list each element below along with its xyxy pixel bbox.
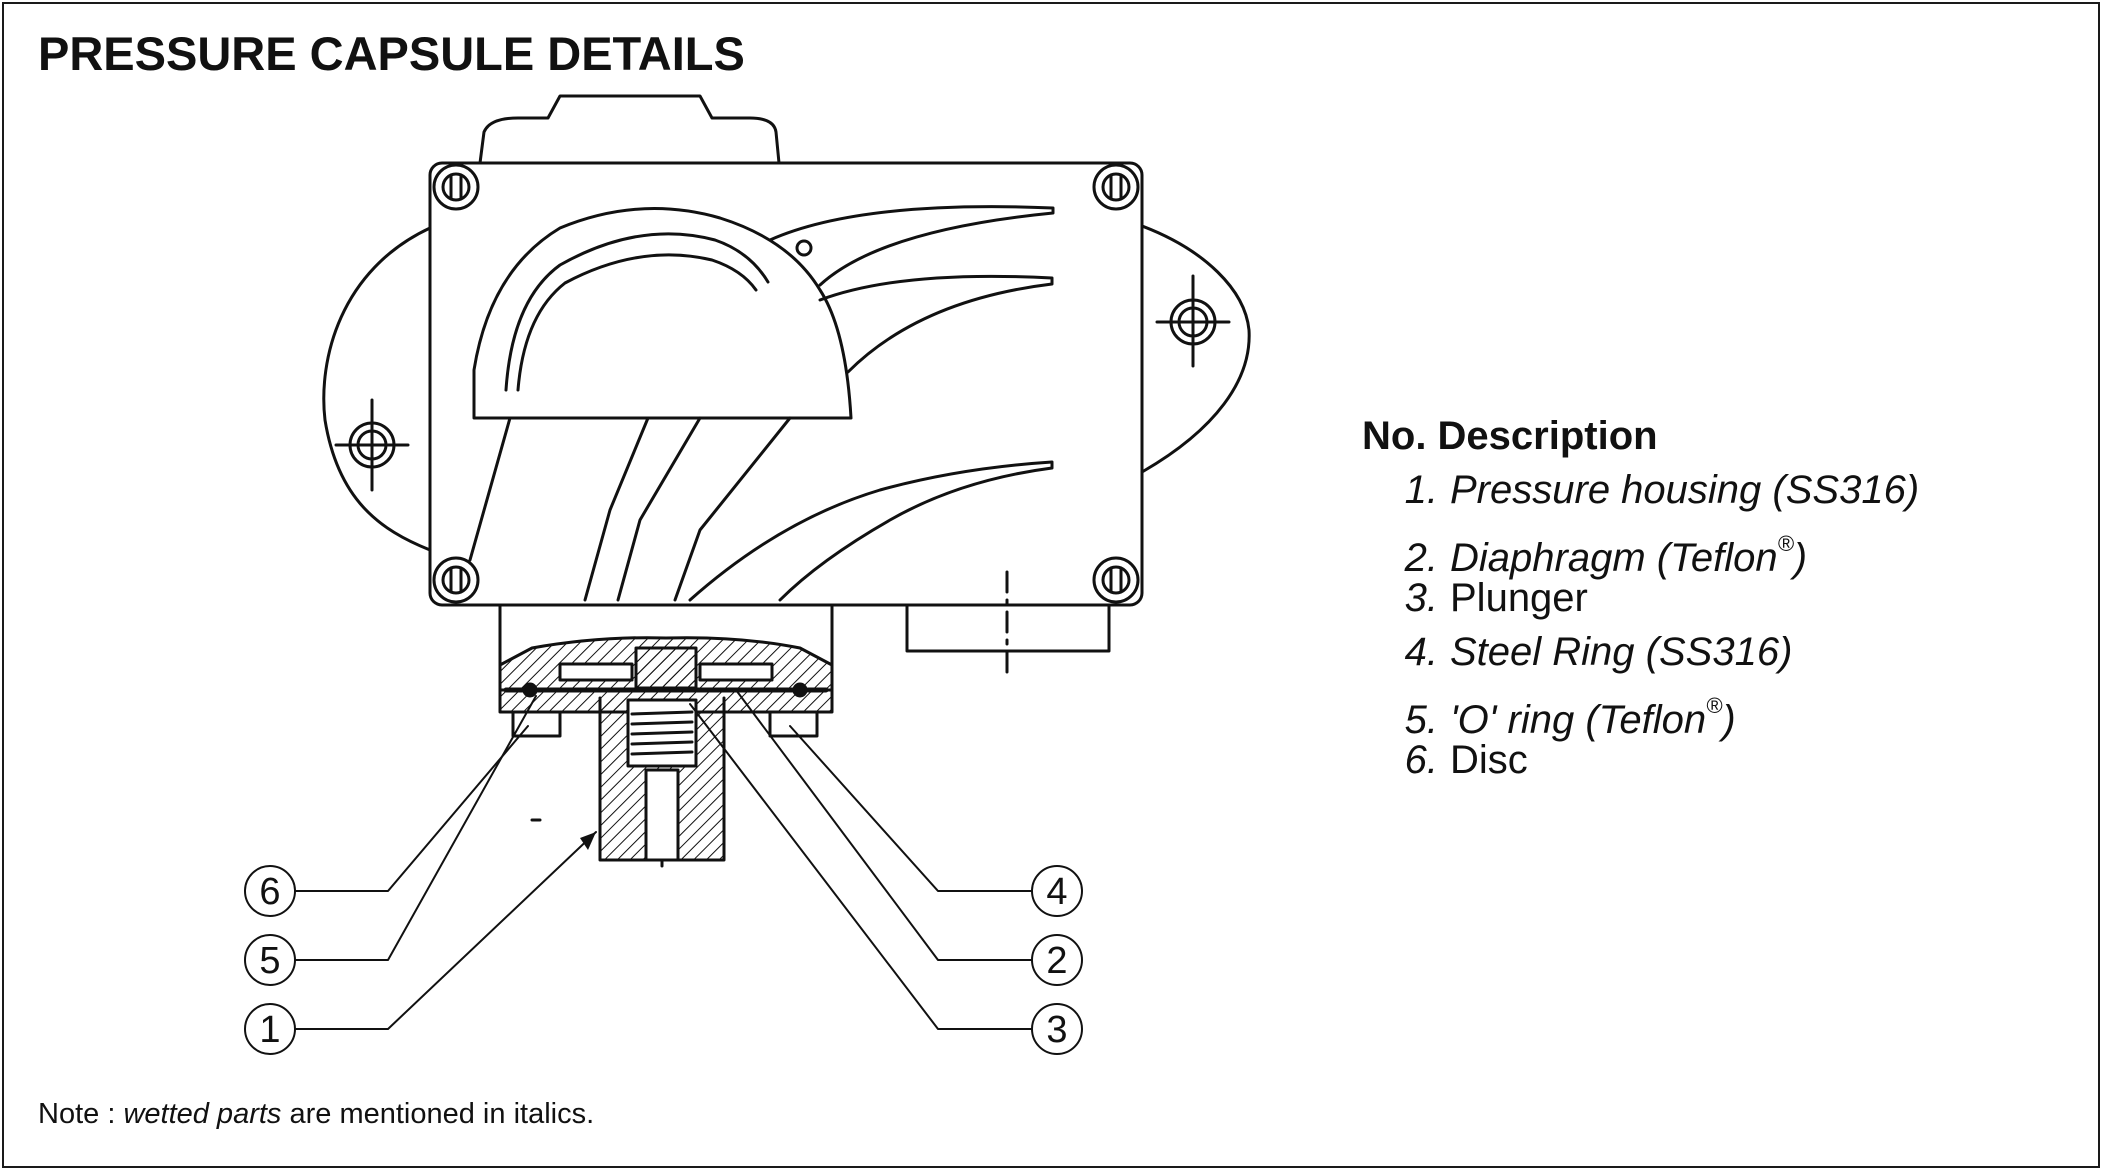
legend-header: No. Description <box>1362 414 1658 458</box>
pivot-point <box>795 239 813 257</box>
top-cap <box>478 94 781 165</box>
legend-item-description: Plunger <box>1450 576 1588 620</box>
callout-label: 1 <box>259 1009 280 1051</box>
spring <box>630 710 694 756</box>
legend-item: 1. Pressure housing (SS316) <box>1362 463 1920 517</box>
legend-rows: 1. Pressure housing (SS316) 2. Diaphragm (T… <box>1362 463 1920 787</box>
callout-3: 3 <box>1031 1003 1083 1055</box>
footnote: Note : wetted parts are mentioned in ita… <box>38 1098 594 1131</box>
right-mounting-flange <box>1140 224 1251 474</box>
callout-label: 3 <box>1046 1009 1067 1051</box>
legend-item: 5. 'O' ring (Teflon®) <box>1362 679 1919 742</box>
callout-label: 4 <box>1046 871 1067 913</box>
callout-label: 5 <box>259 940 280 982</box>
screw-top-left <box>432 163 480 211</box>
o-ring-left <box>522 682 538 698</box>
callout-5: 5 <box>244 934 296 986</box>
legend-item-number: 2. <box>1404 536 1438 580</box>
legend-item-text: Diaphragm (Teflon <box>1450 536 1778 580</box>
plunger-head <box>634 646 698 690</box>
legend-item-tail: ) <box>1793 536 1808 580</box>
legend-item-number: 4. <box>1404 630 1438 674</box>
disc-right <box>768 710 819 738</box>
capsule-neck <box>498 603 834 667</box>
note-prefix: Note : <box>38 1098 124 1130</box>
mounting-hole-right <box>1155 274 1231 368</box>
enclosure-body <box>428 161 1144 607</box>
screw-top-right <box>1092 163 1140 211</box>
legend-item-text: Plunger <box>1450 576 1588 620</box>
callout-label: 2 <box>1046 940 1067 982</box>
legend-item-description: Steel Ring (SS316) <box>1450 630 1792 674</box>
legend-item-description: 'O' ring (Teflon®) <box>1450 693 1736 742</box>
legend-item-tail: ) <box>1722 698 1736 742</box>
legend-item-number: 6. <box>1404 738 1438 782</box>
legend-item: 3. Plunger <box>1362 571 1919 625</box>
legend-item: 6. Disc <box>1362 733 1919 787</box>
scale-dial <box>472 207 853 420</box>
callout-label: 6 <box>259 871 280 913</box>
mounting-hole-left <box>334 398 410 492</box>
legend-item-description: Pressure housing (SS316) <box>1450 468 1919 512</box>
legend-item: 2. Diaphragm (Teflon®) <box>1362 517 1919 580</box>
legend-item-number: 3. <box>1404 576 1438 620</box>
callout-6: 6 <box>244 865 296 917</box>
legend-item-text: 'O' ring (Teflon <box>1450 698 1707 742</box>
scale-arc-inner <box>516 253 758 392</box>
legend-item-text: Disc <box>1450 738 1528 782</box>
note-suffix: are mentioned in italics. <box>281 1098 595 1130</box>
parts-legend: No. Description 1. Pressure housing (SS31… <box>1362 414 1919 787</box>
leader-lines <box>293 689 1033 1030</box>
screw-bottom-left <box>432 556 480 604</box>
registered-mark: ® <box>1777 531 1794 556</box>
left-mounting-flange <box>322 226 432 552</box>
callout-2: 2 <box>1031 934 1083 986</box>
callout-1: 1 <box>244 1003 296 1055</box>
legend-item-text: Steel Ring (SS316) <box>1450 630 1793 674</box>
note-emphasis: wetted parts <box>123 1098 282 1130</box>
legend-item-text: Pressure housing (SS316) <box>1450 468 1920 512</box>
legend-item-description: Diaphragm (Teflon®) <box>1450 531 1808 580</box>
page-title: PRESSURE CAPSULE DETAILS <box>38 27 745 80</box>
port-bore <box>644 768 680 862</box>
scale-arc-outer <box>504 232 770 392</box>
callout-4: 4 <box>1031 865 1083 917</box>
legend-item-description: Disc <box>1450 738 1528 782</box>
legend-item: 4. Steel Ring (SS316) <box>1362 625 1919 679</box>
o-ring-right <box>792 682 808 698</box>
legend-item-number: 5. <box>1404 698 1438 742</box>
registered-mark: ® <box>1706 693 1723 718</box>
screw-bottom-right <box>1092 556 1140 604</box>
legend-item-number: 1. <box>1404 468 1438 512</box>
